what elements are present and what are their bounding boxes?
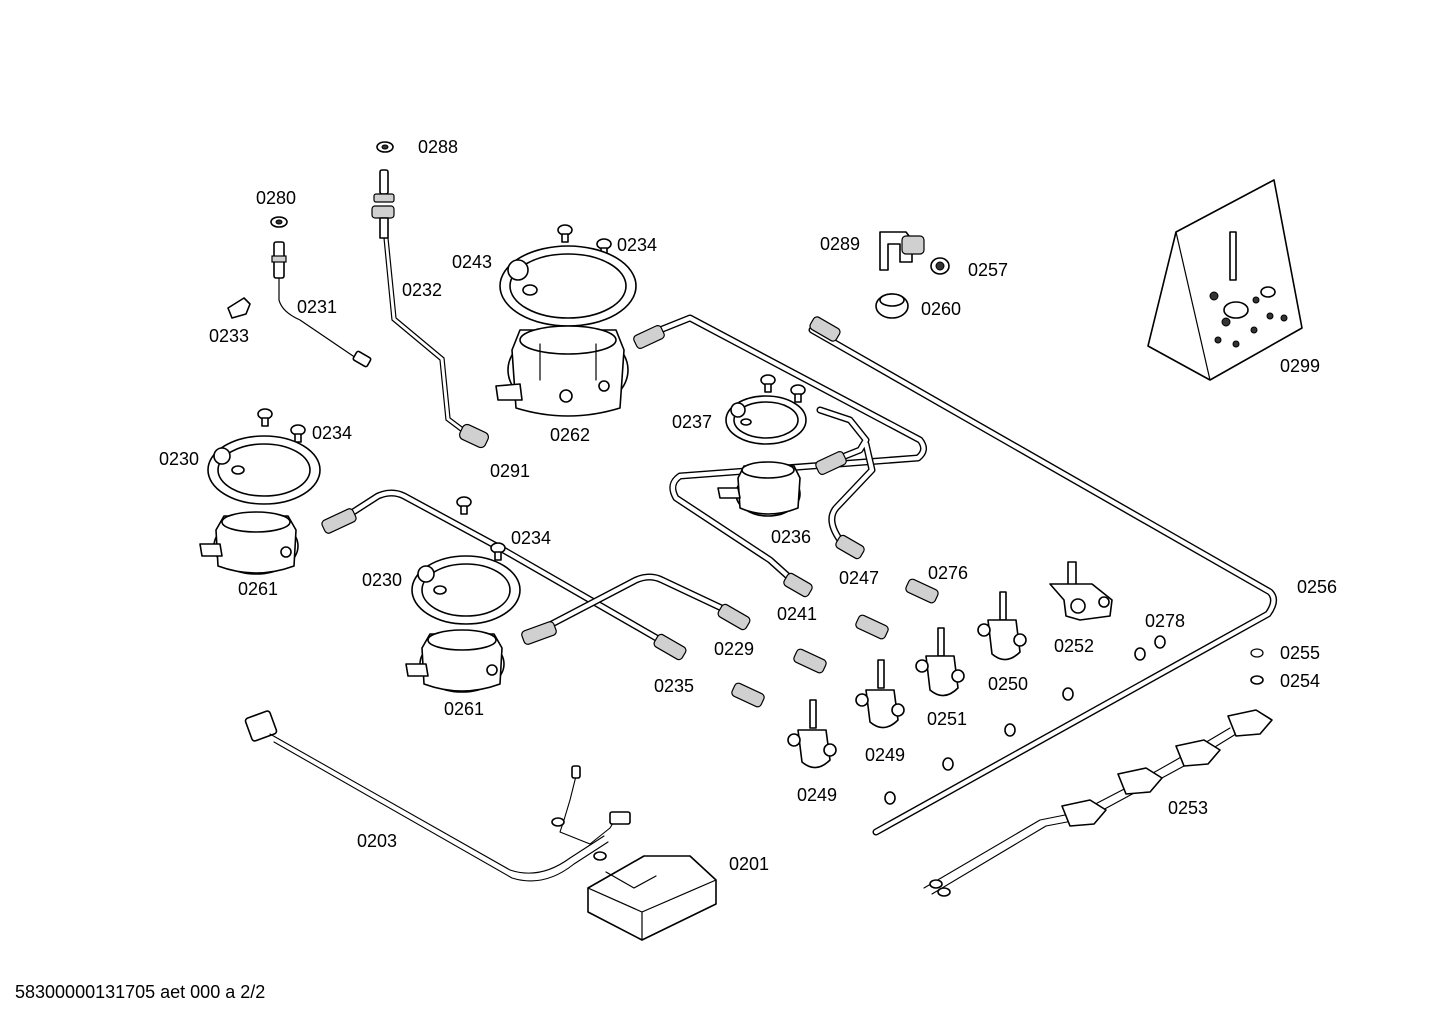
label-0232: 0232 <box>402 280 442 300</box>
label-0255: 0255 <box>1280 643 1320 663</box>
thermocouple-0232 <box>371 141 490 449</box>
label-0234-left: 0234 <box>312 423 352 443</box>
label-0241: 0241 <box>777 604 817 624</box>
label-0234-top: 0234 <box>617 235 657 255</box>
gas-inlet-connection <box>875 231 950 319</box>
label-0280: 0280 <box>256 188 296 208</box>
label-0233: 0233 <box>209 326 249 346</box>
label-0256: 0256 <box>1297 577 1337 597</box>
ignition-cable-0203 <box>244 710 631 882</box>
label-0254: 0254 <box>1280 671 1320 691</box>
gas-pipes <box>346 314 1277 836</box>
pipe-fittings <box>321 316 865 661</box>
label-0250: 0250 <box>988 674 1028 694</box>
label-0203: 0203 <box>357 831 397 851</box>
label-0249-lower: 0249 <box>797 785 837 805</box>
label-0253: 0253 <box>1168 798 1208 818</box>
gas-taps <box>787 561 1113 769</box>
ignition-unit-0201-icon <box>587 855 717 941</box>
thermocouple-nut-0291-icon <box>458 423 490 449</box>
clip-0233-icon <box>227 297 251 319</box>
label-0288: 0288 <box>418 137 458 157</box>
label-0257: 0257 <box>968 260 1008 280</box>
label-0249-upper: 0249 <box>865 745 905 765</box>
label-0260: 0260 <box>921 299 961 319</box>
burner-center <box>405 496 521 693</box>
burner-right-small <box>717 374 807 517</box>
label-0230-left: 0230 <box>159 449 199 469</box>
label-0261-center: 0261 <box>444 699 484 719</box>
label-0252: 0252 <box>1054 636 1094 656</box>
label-0229: 0229 <box>714 639 754 659</box>
label-0262: 0262 <box>550 425 590 445</box>
ignition-lead-0231 <box>227 216 372 368</box>
label-0261-left: 0261 <box>238 579 278 599</box>
gas-tap-0249-lower-icon <box>787 699 837 769</box>
part-labels: 0288 0280 0231 0233 0232 0243 0234 0262 … <box>159 137 1337 874</box>
drawing-reference-footer: 58300000131705 aet 000 a 2/2 <box>15 982 265 1002</box>
manifold-grommets <box>884 635 1264 805</box>
valve-0252-icon <box>1049 561 1113 621</box>
ignition-switch-harness-0253 <box>923 709 1273 897</box>
label-0276: 0276 <box>928 563 968 583</box>
clip-0255-icon <box>1250 648 1264 658</box>
parts-bag-0299-icon <box>1147 179 1303 381</box>
label-0291: 0291 <box>490 461 530 481</box>
gas-tap-0250-icon <box>977 591 1027 661</box>
label-0243: 0243 <box>452 252 492 272</box>
nozzle-inserts <box>731 578 939 708</box>
gas-tap-0251-icon <box>915 627 965 697</box>
label-0251: 0251 <box>927 709 967 729</box>
label-0234-center: 0234 <box>511 528 551 548</box>
label-0289: 0289 <box>820 234 860 254</box>
label-0235: 0235 <box>654 676 694 696</box>
label-0237: 0237 <box>672 412 712 432</box>
gas-tap-0249-upper-icon <box>855 659 905 729</box>
label-0299: 0299 <box>1280 356 1320 376</box>
label-0236: 0236 <box>771 527 811 547</box>
label-0278: 0278 <box>1145 611 1185 631</box>
label-0230-center: 0230 <box>362 570 402 590</box>
burner-top <box>495 224 637 417</box>
label-0247: 0247 <box>839 568 879 588</box>
label-0201: 0201 <box>729 854 769 874</box>
label-0231: 0231 <box>297 297 337 317</box>
connector-icon <box>244 710 278 742</box>
washer-0254-icon <box>1250 675 1264 685</box>
burner-left <box>199 408 321 575</box>
